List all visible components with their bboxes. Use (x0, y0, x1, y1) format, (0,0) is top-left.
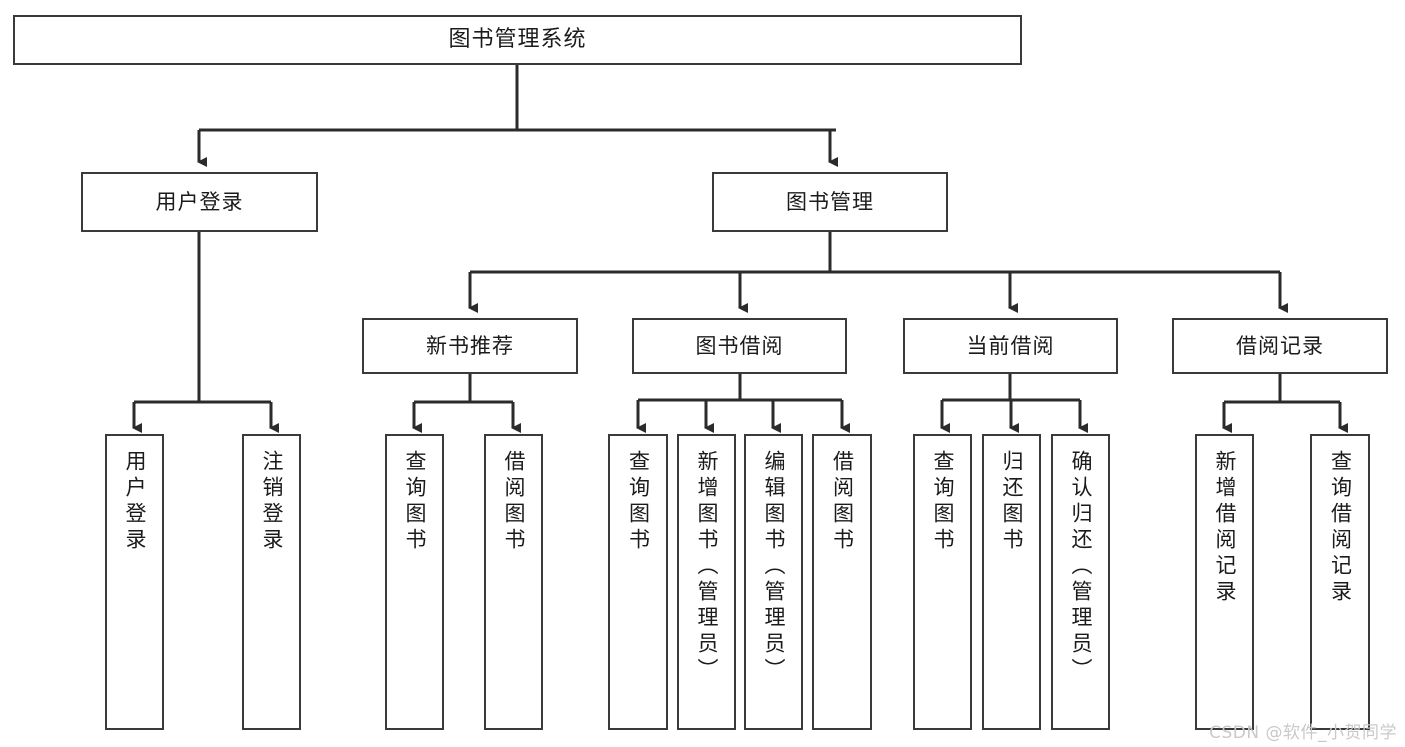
node-label: 新增借阅记录 (1213, 450, 1237, 606)
node-label: 图书管理系统 (448, 26, 587, 52)
leaf-borrow-books-recommendation[interactable]: 借阅图书 (484, 434, 543, 730)
node-label: 用户登录 (123, 450, 147, 554)
node-label: 查询图书 (931, 450, 955, 554)
leaf-borrow-books-borrowing[interactable]: 借阅图书 (812, 434, 872, 730)
leaf-add-borrowing-record[interactable]: 新增借阅记录 (1195, 434, 1254, 730)
node-label: 查询图书 (403, 450, 427, 554)
node-label: 用户登录 (155, 189, 244, 214)
leaf-logout[interactable]: 注销登录 (242, 434, 301, 730)
leaf-add-book-admin[interactable]: 新增图书（管理员） (677, 434, 736, 730)
node-root-book-management-system[interactable]: 图书管理系统 (13, 15, 1022, 65)
node-user-login[interactable]: 用户登录 (81, 172, 318, 232)
leaf-return-books[interactable]: 归还图书 (982, 434, 1041, 730)
leaf-query-books-current[interactable]: 查询图书 (913, 434, 972, 730)
node-label: 图书借阅 (695, 333, 784, 358)
node-label: 新书推荐 (426, 333, 514, 358)
node-label: 新增图书（管理员） (695, 450, 719, 684)
node-book-borrowing[interactable]: 图书借阅 (632, 318, 847, 374)
node-label: 编辑图书（管理员） (762, 450, 786, 684)
node-label: 归还图书 (1000, 450, 1024, 554)
node-label: 借阅图书 (830, 450, 855, 554)
node-label: 查询图书 (626, 450, 651, 554)
leaf-query-borrowing-record[interactable]: 查询借阅记录 (1310, 434, 1370, 730)
node-label: 借阅图书 (502, 450, 526, 554)
node-borrowing-records[interactable]: 借阅记录 (1172, 318, 1388, 374)
csdn-watermark: CSDN @软件_小贺同学 (1209, 723, 1397, 743)
node-label: 查询借阅记录 (1328, 450, 1353, 606)
node-new-book-recommendation[interactable]: 新书推荐 (362, 318, 578, 374)
node-book-management[interactable]: 图书管理 (712, 172, 948, 232)
leaf-query-books-borrowing[interactable]: 查询图书 (608, 434, 668, 730)
node-label: 注销登录 (260, 450, 284, 554)
node-label: 图书管理 (786, 189, 874, 214)
node-label: 确认归还（管理员） (1069, 450, 1093, 684)
leaf-query-books-recommendation[interactable]: 查询图书 (385, 434, 444, 730)
node-label: 借阅记录 (1236, 333, 1324, 358)
leaf-confirm-return-admin[interactable]: 确认归还（管理员） (1051, 434, 1110, 730)
node-current-borrowing[interactable]: 当前借阅 (903, 318, 1118, 374)
leaf-edit-book-admin[interactable]: 编辑图书（管理员） (744, 434, 803, 730)
node-label: 当前借阅 (966, 333, 1055, 358)
leaf-user-login[interactable]: 用户登录 (105, 434, 164, 730)
